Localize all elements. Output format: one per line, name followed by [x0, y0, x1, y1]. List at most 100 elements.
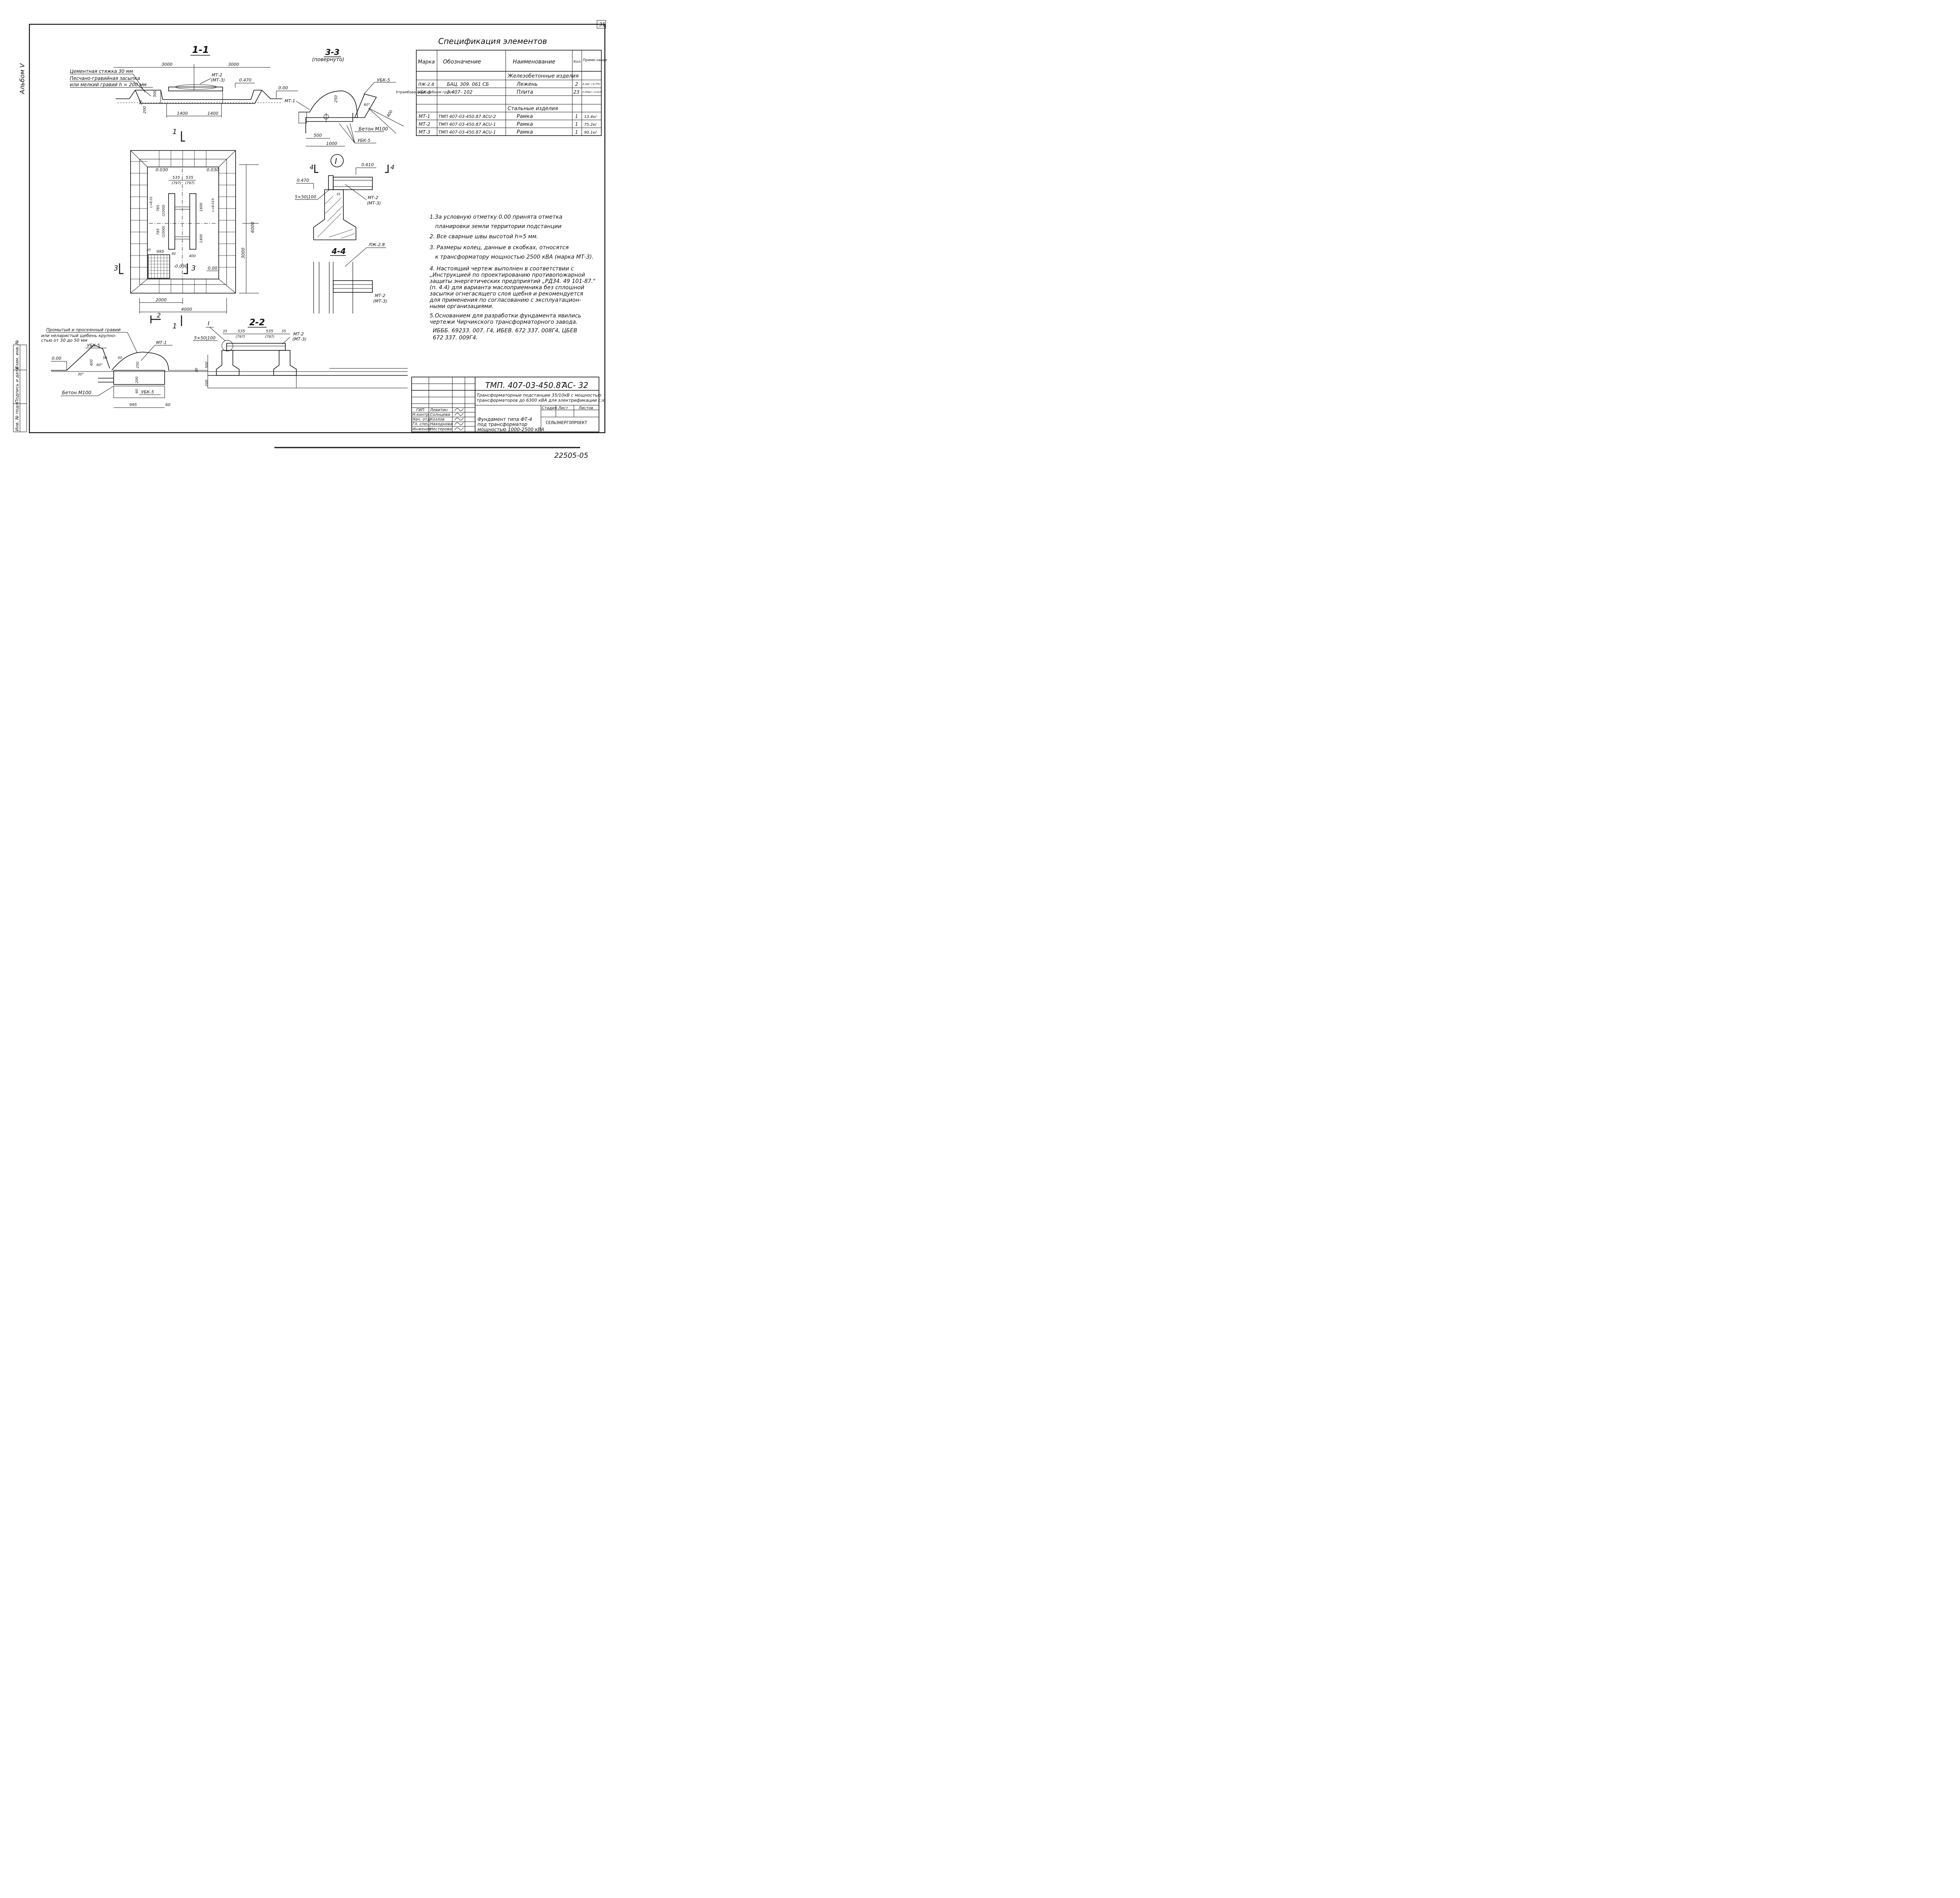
- spec-title: Спецификация элементов: [438, 36, 547, 46]
- cut-1-bot: 1: [172, 322, 177, 330]
- cut-2-left: 2: [157, 312, 161, 319]
- spec-row: УБК-5 3.407- 102 Плита 23 0.008м³ / 0.02…: [418, 89, 603, 95]
- svg-text:Рамка: Рамка: [517, 129, 533, 135]
- label-weld-22: 5×50|100: [194, 335, 216, 341]
- dim-50-bl-b: 50: [118, 356, 122, 360]
- tb-code: ТМП. 407-03-450.87: [485, 381, 566, 390]
- page-number: 31: [599, 22, 606, 28]
- dim-3000-left: 3000: [162, 62, 172, 67]
- svg-text:2: 2: [575, 82, 578, 87]
- spec-head-note: Приме-чание: [583, 58, 607, 62]
- label-mt1-bl: МТ-1: [156, 340, 167, 345]
- album-label: Альбом V: [18, 63, 26, 94]
- svg-text:ТМП 407-03-450.87 АСU-1: ТМП 407-03-450.87 АСU-1: [438, 122, 496, 127]
- spec-head-name: Наименование: [513, 59, 555, 65]
- tb-stage: Стадия: [542, 406, 557, 410]
- side-stamp-replace: Взам. инв. №: [15, 340, 20, 369]
- svg-text:Солнцева: Солнцева: [430, 413, 450, 417]
- section-4-4-title: 4-4: [331, 247, 346, 256]
- svg-text:3.407- 102: 3.407- 102: [447, 89, 472, 95]
- label-crushed: или неларистый щебень крупно-: [41, 333, 116, 338]
- dim-60deg-33: 60°: [364, 103, 370, 107]
- section-1-1: 1-1 Цементная стяжка 30 мм Песчано-грави…: [70, 44, 282, 118]
- spec-row: МТ-3 ТМП 407-03-450.87 АСU-1 Рамка 1 90.…: [419, 129, 597, 135]
- dim-35-22-left: 35: [223, 330, 227, 334]
- dim-535-left: 535: [172, 176, 180, 180]
- note-line: для применения по согласованию с эксплуа…: [429, 297, 581, 303]
- label-washed: Промытый и просеянный гравий: [46, 327, 121, 332]
- svg-text:УБК-5: УБК-5: [418, 90, 431, 95]
- note-line: 3. Размеры колец, данные в скобках, отно…: [430, 245, 569, 251]
- dim-35-node: 35: [336, 192, 340, 196]
- section-bottom-left: Промытый и просеянный гравий или неларис…: [41, 327, 408, 408]
- dim-535-22-right: 535: [266, 329, 273, 334]
- svg-text:МТ-2: МТ-2: [419, 121, 430, 127]
- dim-400-33: 400: [386, 109, 394, 118]
- label-mt3-44: (МТ-3): [373, 299, 387, 304]
- tb-drawing-3: мощностью 1000-2500 кВА: [477, 427, 544, 432]
- svg-text:23: 23: [573, 89, 579, 95]
- svg-text:Н.контр.: Н.контр.: [412, 413, 430, 417]
- dim-1400-right: 1400: [207, 111, 218, 116]
- dim-60-bl: 60: [165, 403, 171, 407]
- label-gravel: или мелкий гравий h = 200 мм: [70, 82, 147, 87]
- note-line: ными организациями.: [430, 303, 494, 310]
- svg-text:Нач. отд.: Нач. отд.: [412, 417, 431, 422]
- dim-30-22: 30: [195, 368, 199, 372]
- section-3-3: 3-3 (повернуто) 0.00 МТ-1 УБК-5 Утрамбов…: [276, 47, 453, 147]
- dim-2000: 2000: [156, 297, 167, 303]
- dim-250-bl: 250: [136, 362, 140, 368]
- svg-text:ЛЖ-2.8: ЛЖ-2.8: [417, 82, 434, 87]
- note-line: планировки земли территории подстанции: [435, 223, 561, 230]
- dim-200-22: 200: [205, 380, 209, 386]
- svg-text:Левитин: Левитин: [430, 408, 448, 412]
- svg-text:0.3м³ / 0.75т: 0.3м³ / 0.75т: [583, 83, 601, 86]
- svg-text:ТМП 407-03-450.87 АСU-2: ТМП 407-03-450.87 АСU-2: [438, 114, 496, 119]
- signature-mark: [454, 422, 464, 425]
- spec-head-mark: Марка: [418, 59, 435, 65]
- svg-text:Рамка: Рамка: [517, 121, 533, 127]
- svg-text:90.1кг: 90.1кг: [584, 131, 597, 135]
- label-lzh-44: ЛЖ-2.8: [368, 242, 385, 247]
- note-line: 5.Основанием для разработки фундамента я…: [430, 313, 581, 319]
- dim-200-left: 200: [143, 106, 147, 114]
- dim-6000: 6000: [250, 222, 255, 233]
- label-mt3-top: (МТ-3): [211, 78, 225, 83]
- dim-535-22-left: 535: [238, 329, 245, 334]
- dim-4000: 4000: [181, 307, 192, 312]
- dim-200-bl: 200: [135, 377, 139, 383]
- svg-text:75.2кг: 75.2кг: [584, 123, 597, 127]
- svg-text:1: 1: [575, 121, 578, 127]
- dim-1400-left: 1400: [177, 111, 188, 116]
- dim-60deg-bl: 60°: [96, 363, 103, 367]
- side-stamp-inv: Инв. № подл.: [15, 401, 20, 431]
- dim-35-22-right: 35: [281, 330, 286, 334]
- label-ubk5-33: УБК-5: [377, 78, 390, 83]
- dim-1000p-top: (1000): [162, 205, 166, 216]
- spec-head-code: Обозначение: [443, 59, 481, 65]
- side-stamp: Инв. № подл. Подпись и дата Взам. инв. №: [13, 340, 27, 432]
- dim-3000-right: 3000: [228, 62, 239, 67]
- page-number-box: [597, 20, 606, 29]
- dim-500-left: 500: [153, 90, 157, 97]
- bottom-number: 22505-05: [554, 451, 588, 460]
- note-line: засыпки огнегасящего слоя щебня и рекоме…: [430, 291, 583, 297]
- signature-mark: [454, 417, 464, 421]
- label-mt2-44: МТ-2: [375, 293, 385, 298]
- svg-text:МТ-3: МТ-3: [419, 129, 430, 135]
- label-l2: L=8.015: [211, 198, 215, 212]
- spec-row: МТ-2 ТМП 407-03-450.87 АСU-1 Рамка 1 75.…: [419, 121, 597, 127]
- dim-535-right: 535: [186, 176, 193, 180]
- label-cement: Цементная стяжка 30 мм: [70, 69, 133, 74]
- tb-project-1: Трансформаторные подстанции 35/10кВ с мо…: [477, 393, 601, 398]
- cut-3-left: 3: [114, 264, 118, 272]
- dim-50-plan: 50: [147, 248, 151, 252]
- note-line: чертежи Чирчикского трансформаторного за…: [430, 319, 577, 325]
- label-weld-node: 5×50|100: [295, 194, 316, 199]
- svg-text:БАЦ. 309. 061 СБ: БАЦ. 309. 061 СБ: [447, 82, 489, 87]
- dim-000-bl: 0.00: [52, 356, 62, 361]
- label-mt2-top: МТ-2: [212, 73, 222, 78]
- note-line: 1.За условную отметку 0.00 принята отмет…: [430, 214, 563, 220]
- note-line: к трансформатору мощностью 2500 кВА (мар…: [435, 254, 593, 260]
- svg-text:1: 1: [575, 129, 578, 135]
